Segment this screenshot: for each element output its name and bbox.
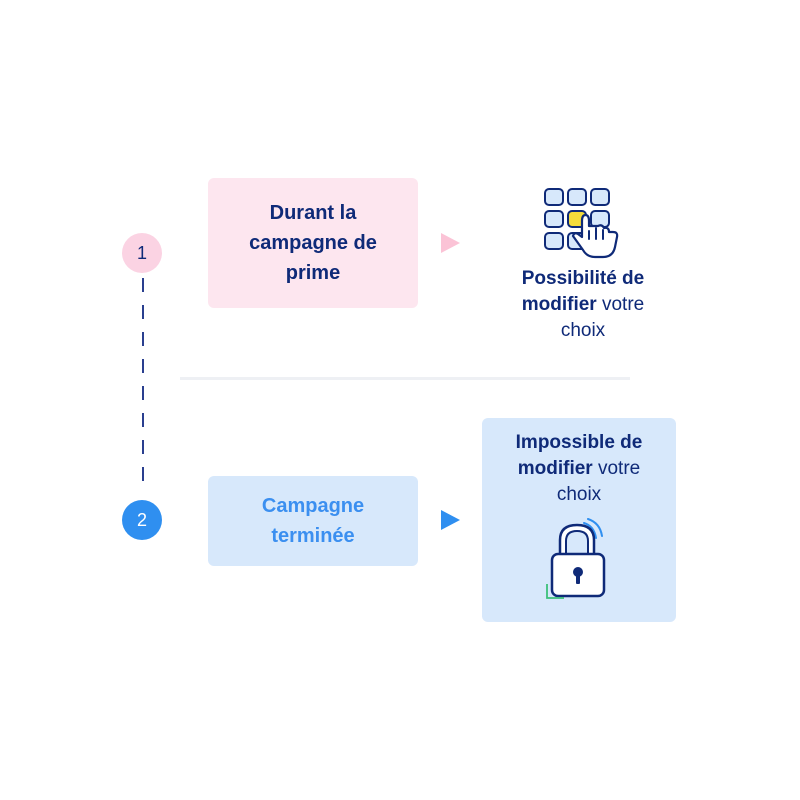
padlock-icon	[544, 518, 610, 609]
step-1-outcome-text: Possibilité de modifier votre choix	[488, 266, 678, 344]
step-2-label-box: Campagne terminée	[208, 476, 418, 566]
step-2-outcome-bold-line: Impossible de	[515, 432, 643, 453]
step-1-label-line: campagne de	[249, 232, 377, 254]
step-2-number: 2	[122, 500, 162, 540]
step-1-label-box: Durant la campagne de prime	[208, 178, 418, 308]
step-2-outcome-last-line: choix	[556, 484, 602, 505]
step-1-number-label: 1	[136, 242, 147, 263]
step-2-number-label: 2	[136, 509, 147, 530]
step-1-label-line: prime	[285, 262, 341, 284]
step-2-outcome-bold-line: modifier	[517, 458, 593, 479]
section-divider	[180, 377, 630, 380]
step-1-outcome-bold-line: Possibilité de	[521, 268, 645, 289]
step-1-outcome-rest: votre	[596, 294, 645, 315]
step-2-outcome-rest: votre	[592, 458, 641, 479]
step-1-outcome-bold-line: modifier	[521, 294, 597, 315]
step-2-arrow-icon	[441, 510, 460, 530]
step-2-label-line: Campagne	[261, 495, 365, 517]
step-1-outcome-last-line: choix	[560, 320, 606, 341]
step-1-label-line: Durant la	[269, 202, 357, 224]
keypad-touch-icon	[543, 187, 623, 264]
step-2-label-line: terminée	[271, 525, 355, 547]
step-1-number: 1	[122, 233, 162, 273]
step-2-outcome-box: Impossible de modifier votre choix	[482, 418, 676, 622]
step-1-arrow-icon	[441, 233, 460, 253]
step-2-outcome-text: Impossible de modifier votre choix	[482, 430, 676, 508]
